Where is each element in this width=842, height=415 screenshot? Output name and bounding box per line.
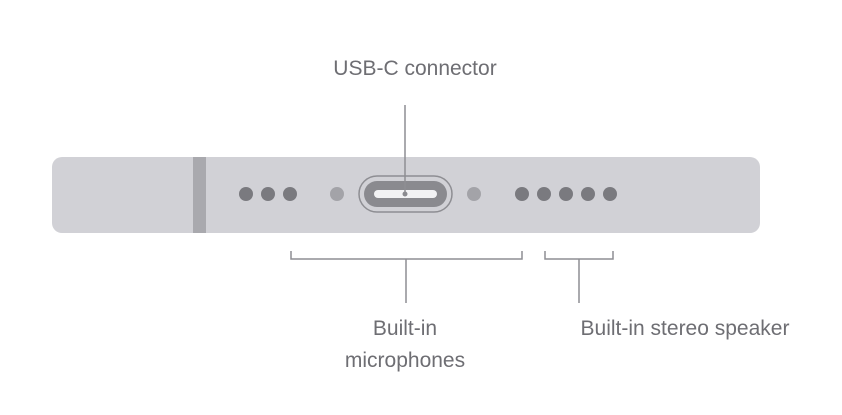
- stereo-speaker-label: Built-in stereo speaker: [580, 317, 790, 340]
- hole: [515, 187, 529, 201]
- flank-hole-left: [330, 187, 344, 201]
- hole: [261, 187, 275, 201]
- right-hole-group: [515, 187, 617, 201]
- left-hole-group: [239, 187, 297, 201]
- usb-c-connector-label: USB-C connector: [333, 57, 497, 80]
- hole: [239, 187, 253, 201]
- microphones-bracket: [290, 251, 523, 303]
- microphones-label-line2: microphones: [344, 349, 466, 372]
- hole: [581, 187, 595, 201]
- flank-hole-right: [467, 187, 481, 201]
- microphones-label: Built-in microphones: [305, 313, 505, 377]
- hole: [537, 187, 551, 201]
- antenna-band: [193, 157, 206, 233]
- microphones-label-line1: Built-in: [372, 317, 438, 340]
- hole: [603, 187, 617, 201]
- usb-c-callout-dot: [402, 191, 408, 197]
- hole: [559, 187, 573, 201]
- hole: [283, 187, 297, 201]
- speaker-bracket: [544, 251, 614, 303]
